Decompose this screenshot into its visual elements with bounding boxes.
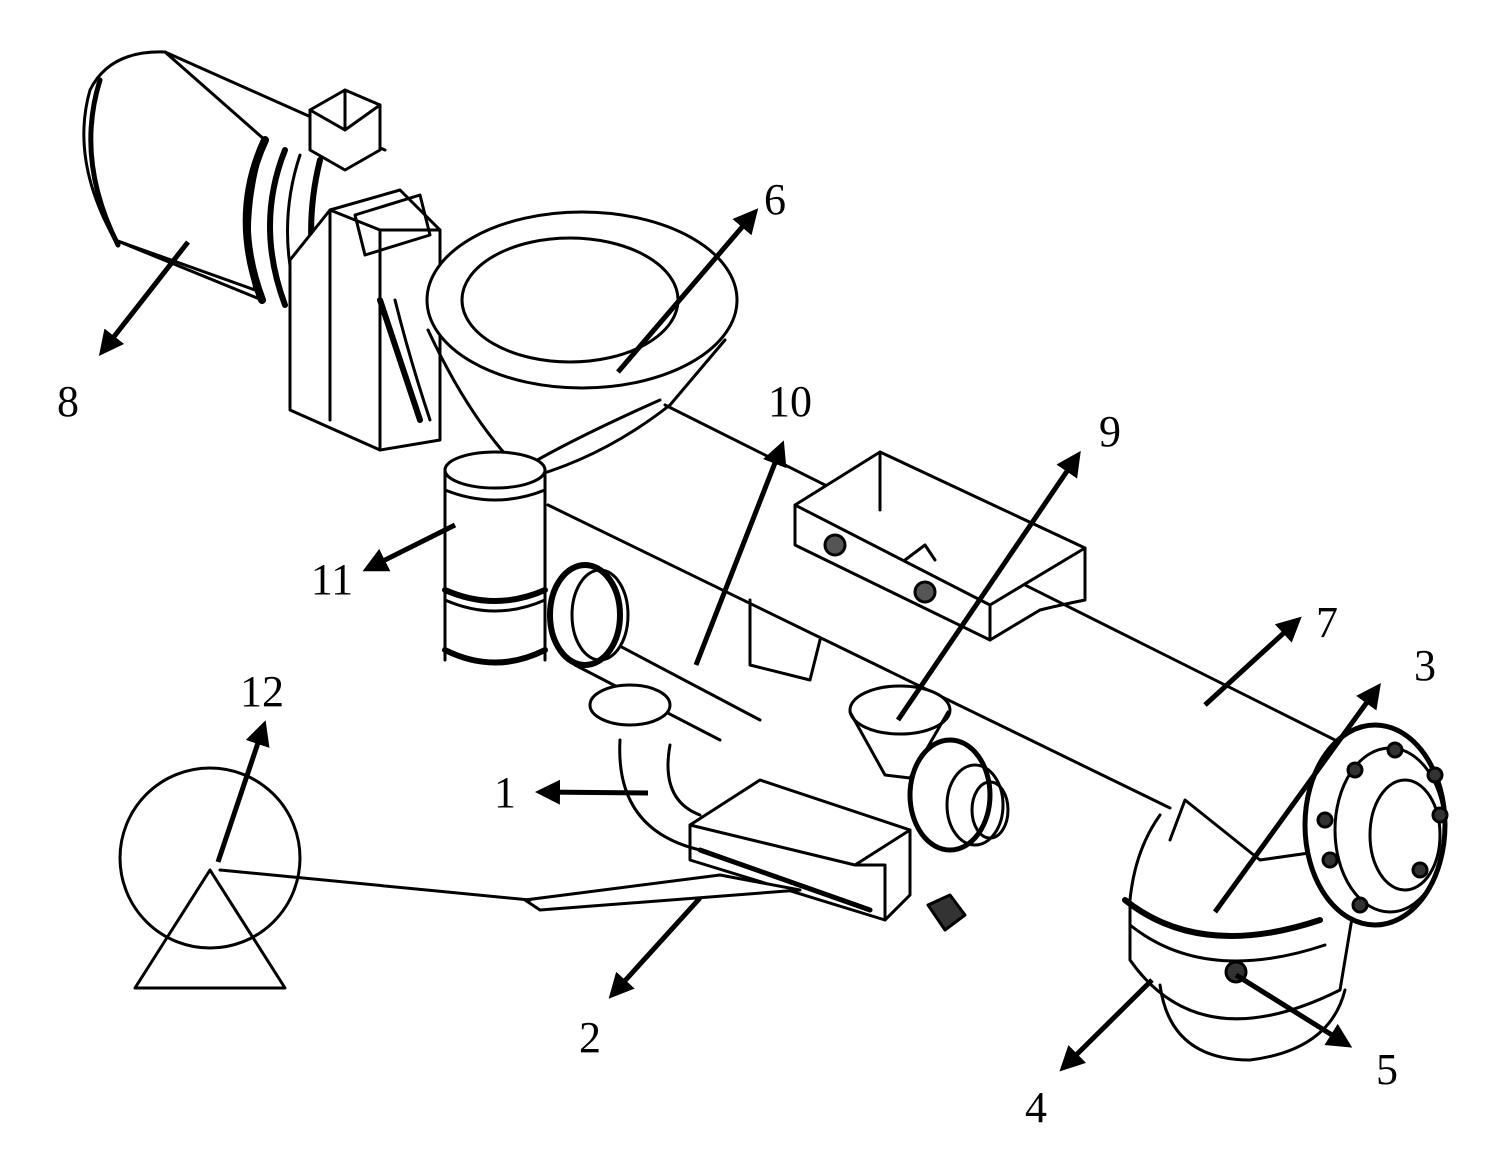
callout-label-4: 4: [1025, 1083, 1047, 1132]
leader-arrow-4: [1059, 978, 1154, 1072]
feed-hopper: [425, 210, 739, 482]
callout-label-10: 10: [768, 377, 812, 426]
feeder-box: [793, 450, 1087, 642]
leader-arrow-9: [895, 450, 1081, 722]
leader-arrow-7: [1203, 616, 1302, 707]
callout-label-1: 1: [494, 768, 516, 817]
leader-arrow-10: [693, 440, 787, 666]
leader-arrow-12: [215, 720, 270, 863]
leader-arrow-3: [1212, 682, 1381, 914]
screw-flange: [907, 737, 1010, 853]
valve-body: [442, 450, 548, 666]
callout-label-3: 3: [1414, 641, 1436, 690]
control-unit: [118, 766, 532, 990]
leader-arrow-6: [616, 208, 759, 374]
callout-label-11: 11: [310, 555, 354, 604]
callout-label-7: 7: [1316, 598, 1338, 647]
screw-tube: [547, 562, 822, 742]
elbow-pipe: [588, 683, 702, 852]
leader-arrow-2: [608, 896, 702, 999]
callout-label-8: 8: [57, 377, 79, 426]
outlet-flange: [1302, 722, 1449, 928]
leader-arrow-1: [535, 779, 649, 805]
callout-label-9: 9: [1099, 407, 1121, 456]
leader-arrow-8: [98, 240, 190, 356]
callout-label-6: 6: [764, 175, 786, 224]
lower-housing: [523, 778, 967, 932]
callout-label-5: 5: [1376, 1045, 1398, 1094]
leader-arrow-5: [1234, 972, 1353, 1048]
leader-arrow-11: [362, 522, 457, 572]
callout-label-2: 2: [579, 1013, 601, 1062]
callout-label-12: 12: [240, 667, 284, 716]
